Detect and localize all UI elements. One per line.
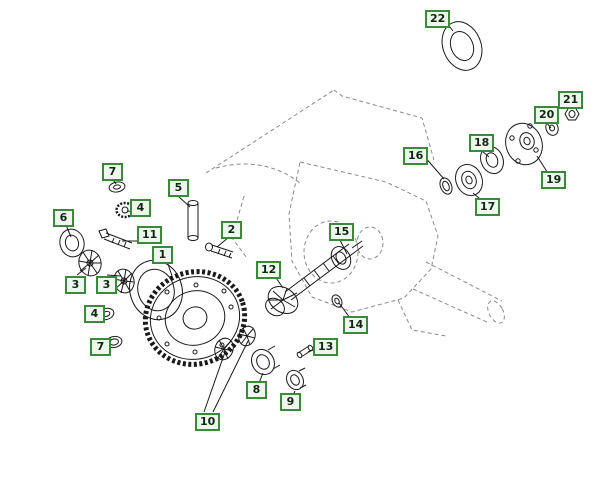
bevel-pinion-gears [214,325,256,361]
callout-2: 2 [221,221,242,239]
washer-upper [108,181,126,193]
side-bearing [59,228,85,258]
shaft-seal-cap [286,367,307,391]
callout-9: 9 [280,393,301,411]
inner-pinion-bearing [455,163,483,197]
callout-15: 15 [329,223,355,241]
callout-6: 6 [53,209,74,227]
callout-3: 3 [65,276,86,294]
callout-3-2: 3 [96,276,117,294]
callout-13: 13 [313,338,339,356]
side-gear-left [78,249,102,277]
callout-22: 22 [425,10,451,28]
callout-8: 8 [246,381,267,399]
collapsible-spacer [331,294,343,308]
callout-14: 14 [343,316,369,334]
callout-11: 11 [137,226,163,244]
callout-1: 1 [152,246,173,264]
flange-bolt [205,242,234,259]
callout-16: 16 [403,147,429,165]
callout-19: 19 [541,171,567,189]
callout-20: 20 [534,106,560,124]
pinion-shim [439,177,453,195]
companion-flange [505,122,543,166]
roller-bearing [251,345,281,376]
callout-4: 4 [130,199,151,217]
pinion-spindle-pin [187,200,199,241]
callout-12: 12 [256,261,282,279]
crown-wheel [142,269,248,367]
callout-5: 5 [168,179,189,197]
callout-4-2: 4 [84,305,105,323]
pinion-head-bearing [330,246,352,270]
case-bolt [98,228,133,250]
callout-10: 10 [195,413,221,431]
callout-7-2: 7 [90,338,111,356]
callout-17: 17 [475,198,501,216]
roll-pin [296,344,314,359]
oil-seal [441,21,483,71]
callout-18: 18 [469,134,495,152]
callout-7: 7 [102,163,123,181]
axle-housing-ghost [205,89,505,337]
callout-21: 21 [558,91,584,109]
